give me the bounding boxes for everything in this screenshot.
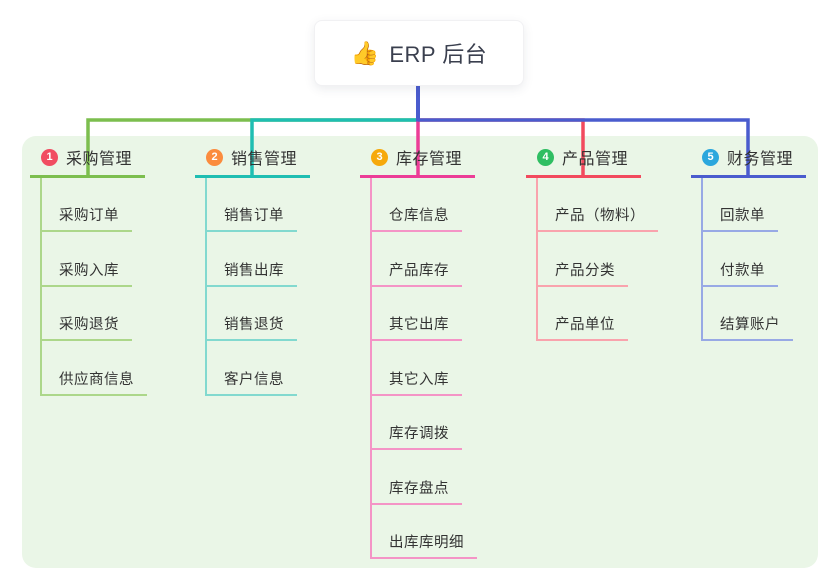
mindmap-node[interactable]: 销售订单 — [207, 178, 297, 232]
node-label: 销售退货 — [224, 317, 284, 333]
mindmap-node[interactable]: 产品库存 — [372, 232, 462, 287]
node-label: 仓库信息 — [389, 208, 449, 224]
mindmap-node[interactable]: 出库库明细 — [372, 505, 477, 559]
branch-2: 2 销售管理销售订单销售出库销售退货客户信息 — [195, 146, 310, 396]
branch-3: 3 库存管理仓库信息产品库存其它出库其它入库库存调拨库存盘点出库库明细 — [360, 146, 477, 559]
mindmap-node[interactable]: 仓库信息 — [372, 178, 462, 232]
node-label: 回款单 — [720, 208, 765, 224]
mindmap-node[interactable]: 产品分类 — [538, 232, 628, 287]
node-label: 其它出库 — [389, 317, 449, 333]
branch-header-2[interactable]: 2 销售管理 — [195, 146, 310, 178]
node-label: 采购退货 — [59, 317, 119, 333]
branch-header-5[interactable]: 5 财务管理 — [691, 146, 806, 178]
branch-4: 4 产品管理产品（物料） 产品分类产品单位 — [526, 146, 658, 341]
node-label: 付款单 — [720, 262, 765, 279]
mindmap-node[interactable]: 采购退货 — [42, 287, 132, 341]
mindmap-node[interactable]: 结算账户 — [703, 287, 793, 341]
branch-children-1: 采购订单采购入库采购退货供应商信息 — [40, 177, 147, 396]
node-label: 产品单位 — [555, 317, 615, 333]
branch-header-1[interactable]: 1 采购管理 — [30, 146, 145, 178]
branch-5: 5 财务管理回款单付款单结算账户 — [691, 146, 806, 341]
branch-label: 库存管理 — [396, 151, 463, 169]
branch-number-badge: 4 — [537, 148, 554, 166]
node-label: 销售订单 — [224, 208, 284, 224]
branches-panel — [22, 136, 818, 568]
node-label: 其它入库 — [389, 371, 449, 388]
node-label: 采购入库 — [59, 262, 119, 279]
node-label: 产品库存 — [389, 262, 449, 279]
mindmap-node[interactable]: 回款单 — [703, 178, 778, 232]
branch-number-badge: 5 — [702, 148, 719, 166]
mindmap-node[interactable]: 付款单 — [703, 232, 778, 287]
node-label: 客户信息 — [224, 371, 284, 388]
branch-label: 采购管理 — [66, 151, 133, 169]
branch-label: 产品管理 — [562, 151, 629, 169]
branch-children-3: 仓库信息产品库存其它出库其它入库库存调拨库存盘点出库库明细 — [370, 177, 477, 559]
branch-number-badge: 3 — [371, 148, 388, 166]
mindmap-node[interactable]: 采购订单 — [42, 178, 132, 232]
node-label: 库存盘点 — [389, 480, 449, 497]
node-label: 销售出库 — [224, 262, 284, 279]
mindmap-node[interactable]: 其它出库 — [372, 287, 462, 341]
branch-1: 1 采购管理采购订单采购入库采购退货供应商信息 — [30, 146, 147, 396]
mindmap-node[interactable]: 采购入库 — [42, 232, 132, 287]
branch-number-badge: 1 — [41, 148, 58, 166]
branch-number-badge: 2 — [206, 148, 223, 166]
branch-header-3[interactable]: 3 库存管理 — [360, 146, 475, 178]
branch-header-4[interactable]: 4 产品管理 — [526, 146, 641, 178]
node-label: 出库库明细 — [389, 535, 464, 551]
branch-children-5: 回款单付款单结算账户 — [701, 177, 793, 341]
root-node[interactable]: 👍 ERP 后台 — [314, 20, 524, 86]
mindmap-node[interactable]: 客户信息 — [207, 341, 297, 396]
mindmap-node[interactable]: 库存调拨 — [372, 396, 462, 450]
node-label: 采购订单 — [59, 208, 119, 224]
mindmap-node[interactable]: 产品（物料） — [538, 178, 658, 232]
node-label: 结算账户 — [720, 317, 780, 333]
node-label: 产品分类 — [555, 262, 615, 279]
mindmap-node[interactable]: 销售退货 — [207, 287, 297, 341]
node-label: 供应商信息 — [59, 371, 134, 388]
branch-children-4: 产品（物料） 产品分类产品单位 — [536, 177, 658, 341]
mindmap-node[interactable]: 产品单位 — [538, 287, 628, 341]
thumbs-up-icon: 👍 — [350, 39, 380, 66]
root-label: ERP 后台 — [389, 42, 488, 67]
mindmap-node[interactable]: 供应商信息 — [42, 341, 147, 396]
mindmap-node[interactable]: 销售出库 — [207, 232, 297, 287]
node-label: 产品（物料） — [555, 208, 645, 224]
branch-children-2: 销售订单销售出库销售退货客户信息 — [205, 177, 297, 396]
node-label: 库存调拨 — [389, 426, 449, 442]
mindmap-node[interactable]: 库存盘点 — [372, 450, 462, 505]
branch-label: 销售管理 — [231, 151, 298, 169]
mindmap-node[interactable]: 其它入库 — [372, 341, 462, 396]
branch-label: 财务管理 — [727, 151, 794, 169]
